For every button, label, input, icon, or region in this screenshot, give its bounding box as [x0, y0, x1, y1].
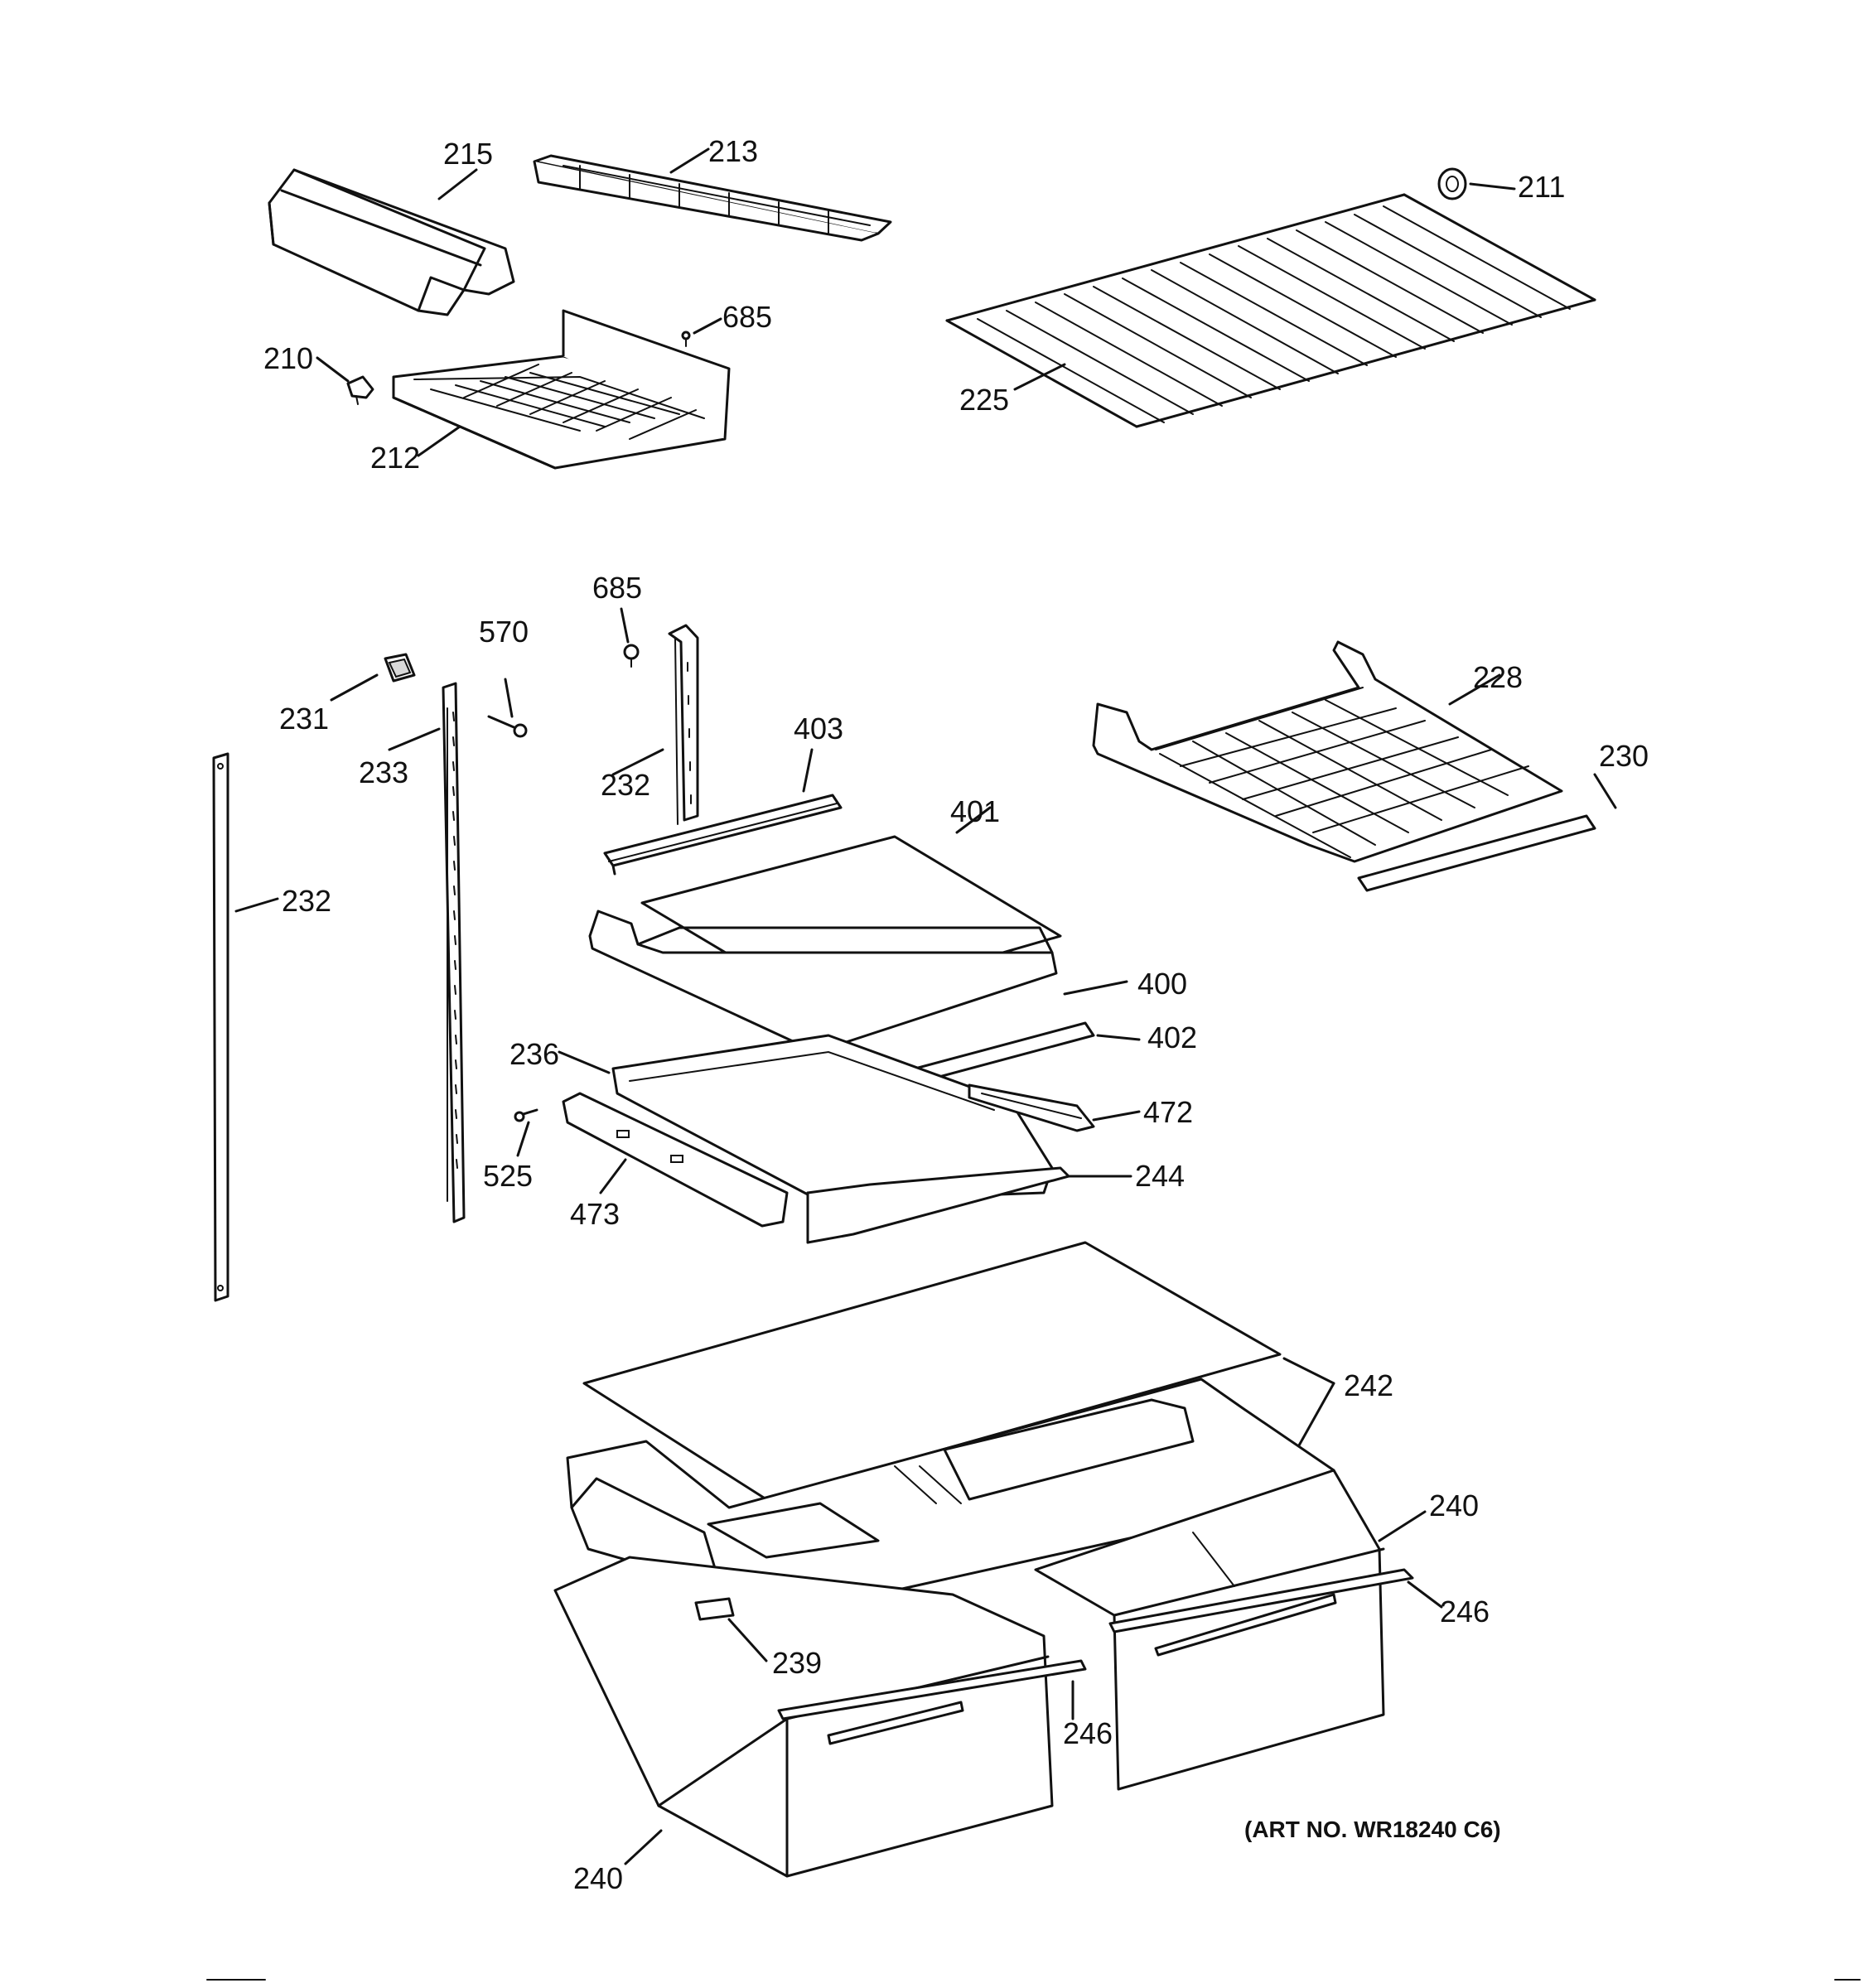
- label-210: 210: [263, 341, 313, 375]
- label-685-top: 685: [722, 300, 772, 334]
- slide-rail-473: [562, 1092, 789, 1228]
- label-472: 472: [1143, 1095, 1193, 1129]
- label-525: 525: [483, 1159, 533, 1193]
- label-400: 400: [1137, 967, 1187, 1001]
- stud-210: [346, 375, 374, 405]
- label-231: 231: [279, 702, 329, 736]
- label-570: 570: [479, 615, 529, 649]
- label-230: 230: [1599, 739, 1649, 773]
- label-213: 213: [708, 134, 758, 168]
- label-225: 225: [959, 383, 1009, 417]
- shelf-trim-403: [603, 794, 843, 876]
- rail-233: [442, 682, 466, 1223]
- ice-tray-213: [533, 154, 892, 242]
- crisper-frame-242: [566, 1378, 1344, 1625]
- rail-232-center: [668, 624, 699, 825]
- label-228: 228: [1473, 660, 1523, 694]
- screw-525: [514, 1108, 538, 1122]
- art-number: (ART NO. WR18240 C6): [1244, 1817, 1501, 1842]
- label-685-mid: 685: [592, 571, 642, 605]
- label-402: 402: [1147, 1021, 1197, 1054]
- label-240-right: 240: [1429, 1489, 1479, 1522]
- label-246-right: 246: [1440, 1595, 1490, 1629]
- label-473: 473: [570, 1197, 620, 1231]
- slide-rail-472: [968, 1083, 1095, 1132]
- screw-685-mid: [623, 644, 640, 668]
- label-403: 403: [794, 712, 843, 746]
- label-211: 211: [1518, 170, 1565, 204]
- leader-lines: [234, 147, 1617, 1865]
- label-239: 239: [772, 1646, 822, 1680]
- label-244: 244: [1135, 1159, 1185, 1193]
- wire-shelf-225: [945, 193, 1596, 428]
- label-215: 215: [443, 137, 493, 171]
- label-232-center: 232: [601, 768, 650, 802]
- handle-246-right: [1108, 1568, 1414, 1633]
- shelf-frame-400: [588, 910, 1058, 1054]
- egg-bin-215: [268, 168, 515, 316]
- glass-cover-242: [582, 1241, 1282, 1501]
- clip-231: [384, 653, 416, 683]
- label-236: 236: [509, 1037, 559, 1071]
- label-212: 212: [370, 441, 420, 475]
- label-232-left: 232: [282, 884, 331, 918]
- bumper-211: [1437, 167, 1467, 200]
- screw-570: [487, 715, 528, 738]
- label-233: 233: [359, 755, 408, 789]
- label-246-left: 246: [1063, 1716, 1113, 1750]
- crisper-drawer-left-240: [553, 1556, 1054, 1878]
- freezer-shelf-212: [392, 309, 731, 470]
- rail-232-left: [212, 752, 229, 1302]
- shelf-trim-230: [1357, 814, 1596, 892]
- crisper-drawer-right-240: [1034, 1469, 1385, 1791]
- bracket-239: [694, 1597, 735, 1621]
- wire-shelf-228: [1092, 640, 1563, 863]
- handle-246-left: [777, 1659, 1087, 1720]
- label-240-left: 240: [573, 1861, 623, 1895]
- part-labels: 215 213 211 685 210 212 225 685 570 231 …: [263, 134, 1649, 1895]
- label-242: 242: [1344, 1368, 1393, 1402]
- screw-685-top: [681, 331, 691, 347]
- label-401: 401: [950, 794, 1000, 828]
